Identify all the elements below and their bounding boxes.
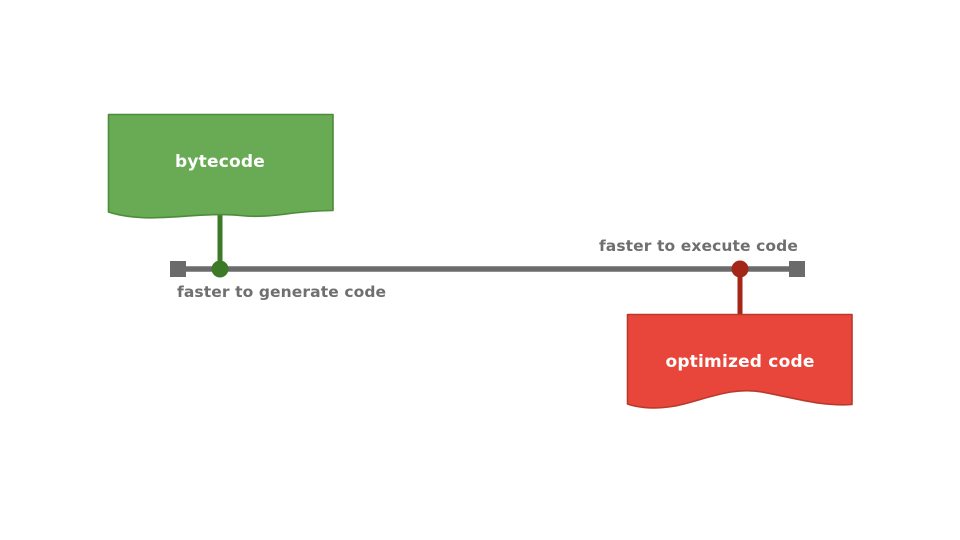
bytecode-label: bytecode (175, 152, 265, 172)
node-bytecode[interactable]: bytecode (107, 113, 334, 270)
bytecode-card[interactable] (107, 113, 334, 219)
axis-left-endpoint-square (170, 261, 186, 277)
axis-right-endpoint-square (789, 261, 805, 277)
axis-right-label: faster to execute code (599, 237, 798, 255)
optimized-code-axis-marker-dot[interactable] (731, 260, 749, 278)
bytecode-axis-marker-dot[interactable] (211, 260, 229, 278)
optimized-code-card[interactable] (626, 313, 853, 409)
tradeoff-axis (170, 261, 805, 277)
node-optimized-code[interactable]: optimized code (626, 269, 853, 409)
optimized-code-label: optimized code (665, 352, 814, 372)
axis-left-label: faster to generate code (177, 283, 386, 301)
